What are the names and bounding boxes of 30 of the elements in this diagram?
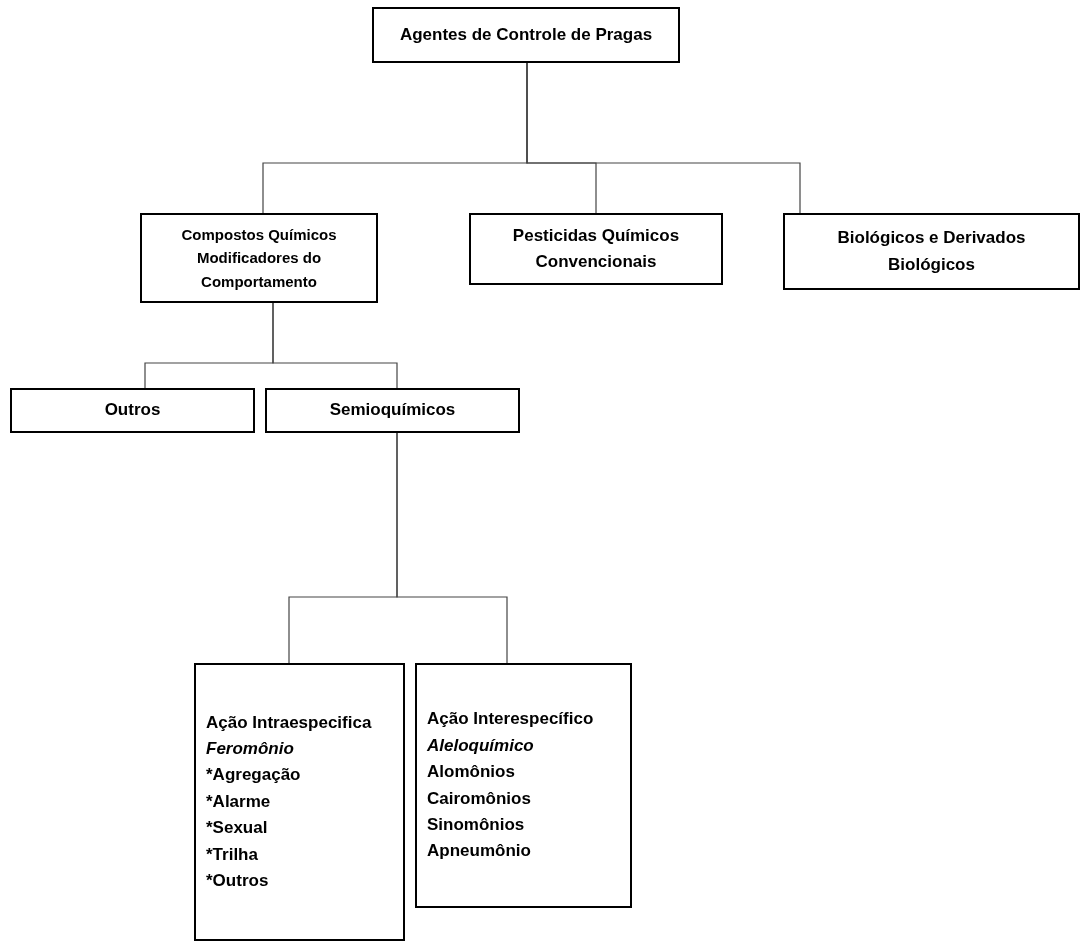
box-label: *Trilha — [206, 843, 258, 866]
box-label: Cairomônios — [427, 787, 531, 810]
category-box — [140, 213, 378, 303]
category-box — [194, 663, 405, 941]
category-box — [783, 213, 1080, 290]
box-label: Apneumônio — [427, 840, 531, 863]
box-label: Sinomônios — [427, 813, 525, 836]
box-label: Feromônio — [206, 738, 294, 761]
box-label: Alomônios — [427, 761, 515, 784]
box-label: Ação Intraespecifica — [206, 711, 372, 734]
box-label: *Outros — [206, 869, 269, 892]
connector-line — [526, 62, 801, 214]
category-box — [10, 388, 255, 433]
category-box — [265, 388, 520, 433]
category-box — [372, 7, 680, 63]
box-label: Outros — [104, 399, 161, 422]
box-label: Aleloquímico — [427, 734, 534, 757]
category-box — [469, 213, 723, 285]
box-label: Ação Interespecífico — [427, 708, 594, 731]
box-label: *Sexual — [206, 817, 268, 840]
box-label: *Agregação — [206, 764, 301, 787]
box-label: Compostos Químicos Modificadores do Comportamento — [180, 225, 338, 292]
box-label: Semioquímicos — [329, 399, 456, 422]
box-label: Pesticidas Químicos Convencionais — [511, 224, 681, 273]
box-label: *Alarme — [206, 790, 271, 813]
connector-line — [396, 432, 508, 664]
box-label: Biológicos e Derivados Biológicos — [836, 227, 1027, 276]
box-label: Agentes de Controle de Pragas — [399, 23, 653, 46]
category-box — [415, 663, 632, 908]
connector-line — [272, 302, 398, 389]
